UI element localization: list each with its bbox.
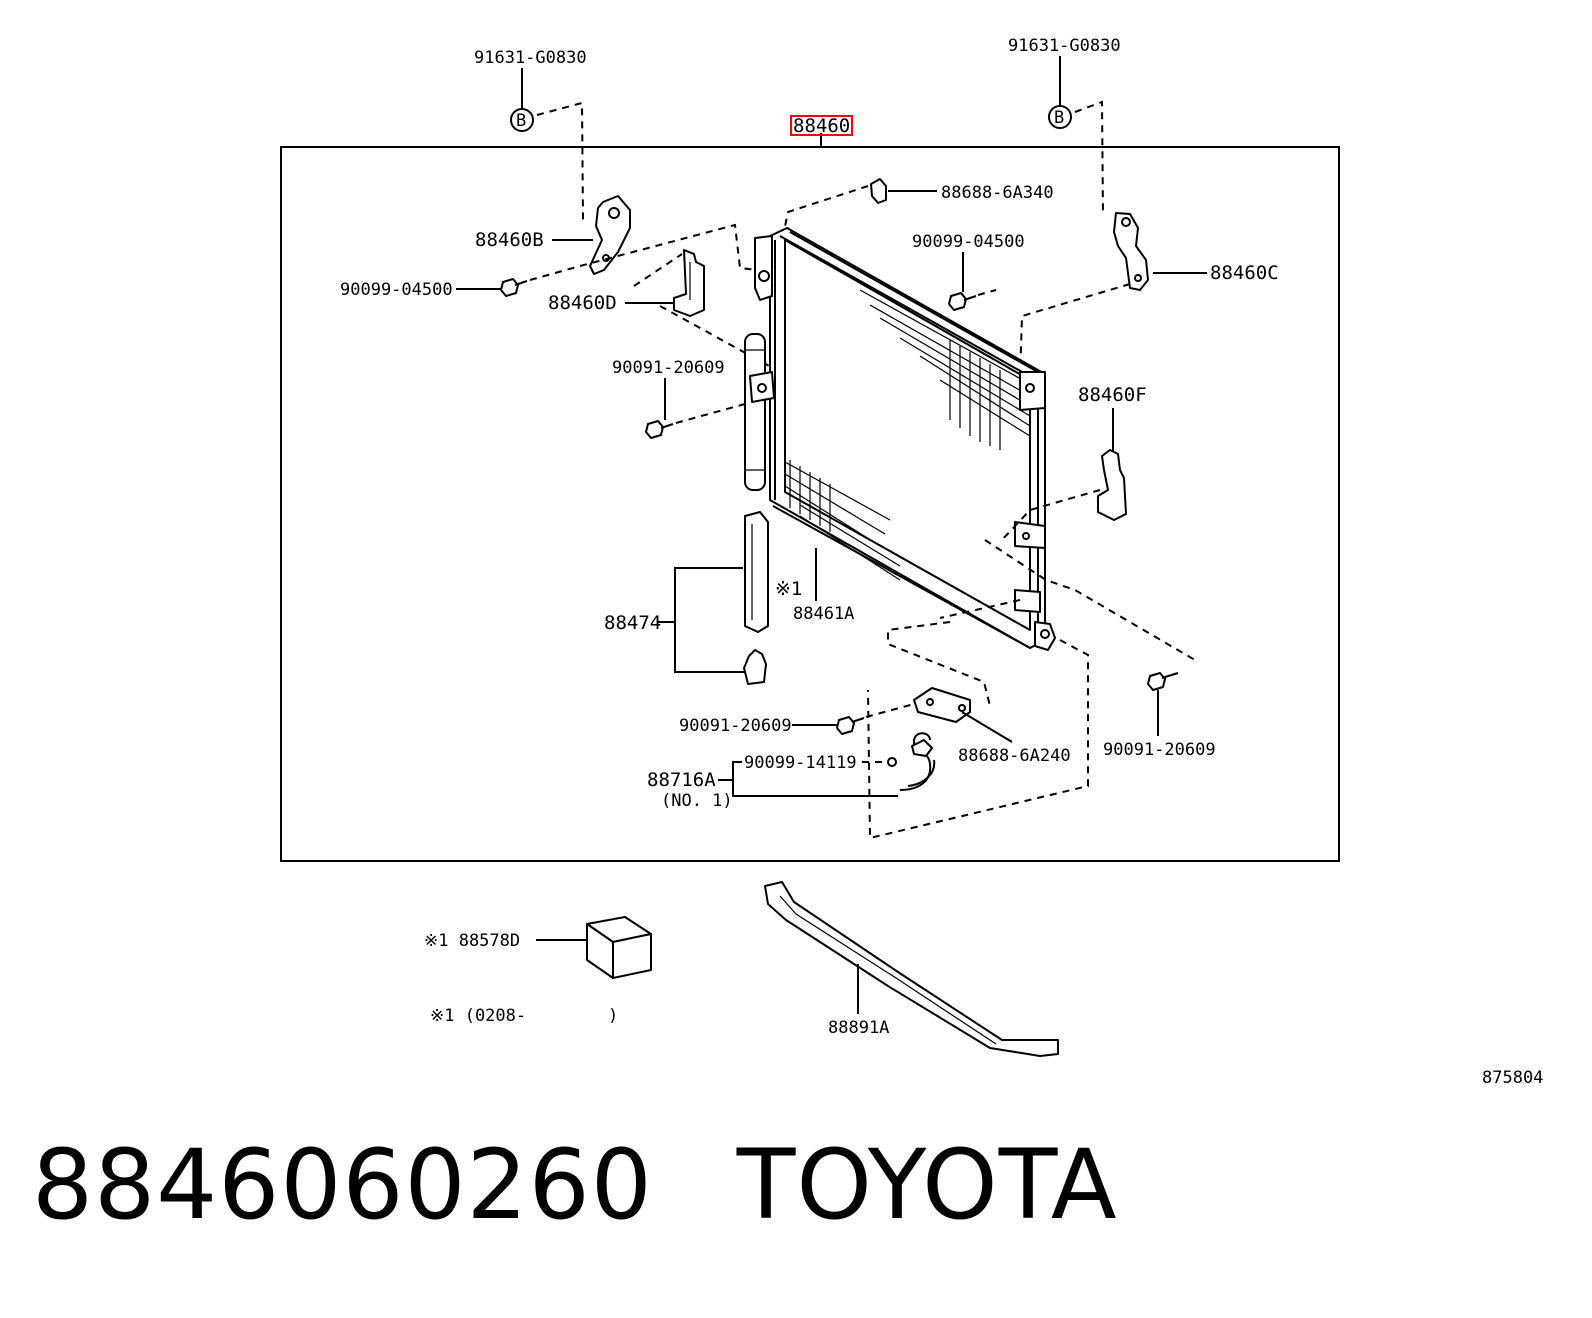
- pipe-label: 88716A: [647, 769, 716, 791]
- note-date-label: ※1 (0208- ): [430, 1006, 618, 1026]
- bolt-b-left-label: 91631-G0830: [474, 48, 587, 68]
- bracket-c-label: 88460C: [1210, 262, 1279, 284]
- seal-icon: [764, 881, 1059, 1057]
- note-mark-label: ※1: [775, 578, 802, 600]
- bracket-b-icon: [589, 195, 631, 275]
- bracket-c-icon: [1113, 212, 1149, 291]
- clip-icon: [870, 178, 887, 204]
- clip-top-label: 88688-6A340: [941, 183, 1054, 203]
- pad-icon: [586, 916, 652, 979]
- oring-icon: [887, 757, 897, 767]
- b-circle-icon: [1048, 105, 1072, 129]
- dryer-cap-icon: [743, 649, 767, 685]
- condenser-label: 88461A: [793, 604, 854, 624]
- bolt-icon: [500, 278, 519, 297]
- oring-label: 90099-14119: [744, 753, 857, 773]
- b-circle-icon: [510, 108, 534, 132]
- clip-bottom-label: 88688-6A240: [958, 746, 1071, 766]
- assembly-frame: [280, 146, 1340, 862]
- condenser-icon: [754, 227, 1056, 651]
- bolt-b-right-label: 91631-G0830: [1008, 36, 1121, 56]
- bolt-top-left-label: 90099-04500: [340, 280, 453, 300]
- bolt-top-mid-label: 90099-04500: [912, 232, 1025, 252]
- bracket-f-label: 88460F: [1078, 384, 1147, 406]
- clip-bottom-icon: [913, 687, 971, 723]
- illustration-number: 875804: [1482, 1068, 1543, 1088]
- main-part-highlight[interactable]: [790, 115, 853, 136]
- svg-text:B: B: [1054, 108, 1064, 128]
- bolt-bottom-right-label: 90091-20609: [1103, 740, 1216, 760]
- bolt-icon: [948, 292, 967, 311]
- part-number: 8846060260: [32, 1129, 653, 1241]
- footer-title: 8846060260 TOYOTA: [32, 1130, 1118, 1240]
- pad-label: ※1 88578D: [424, 931, 520, 951]
- bolt-icon: [836, 716, 855, 735]
- pipe-no-label: (NO. 1): [661, 791, 733, 811]
- bolt-icon: [1147, 672, 1166, 691]
- main-part-label[interactable]: 88460: [793, 115, 850, 137]
- bolt-receiver-label: 90091-20609: [612, 358, 725, 378]
- bracket-d-icon: [673, 249, 705, 317]
- seal-label: 88891A: [828, 1018, 889, 1038]
- dryer-element-icon: [744, 511, 769, 633]
- bracket-d-label: 88460D: [548, 292, 617, 314]
- bolt-icon: [645, 420, 664, 439]
- dryer-label: 88474: [604, 612, 661, 634]
- receiver-tank-icon: [744, 333, 775, 491]
- bracket-f-icon: [1097, 449, 1127, 521]
- brand-name: TOYOTA: [736, 1129, 1118, 1241]
- bolt-bottom-mid-label: 90091-20609: [679, 716, 792, 736]
- bracket-b-label: 88460B: [475, 229, 544, 251]
- svg-text:B: B: [516, 111, 526, 131]
